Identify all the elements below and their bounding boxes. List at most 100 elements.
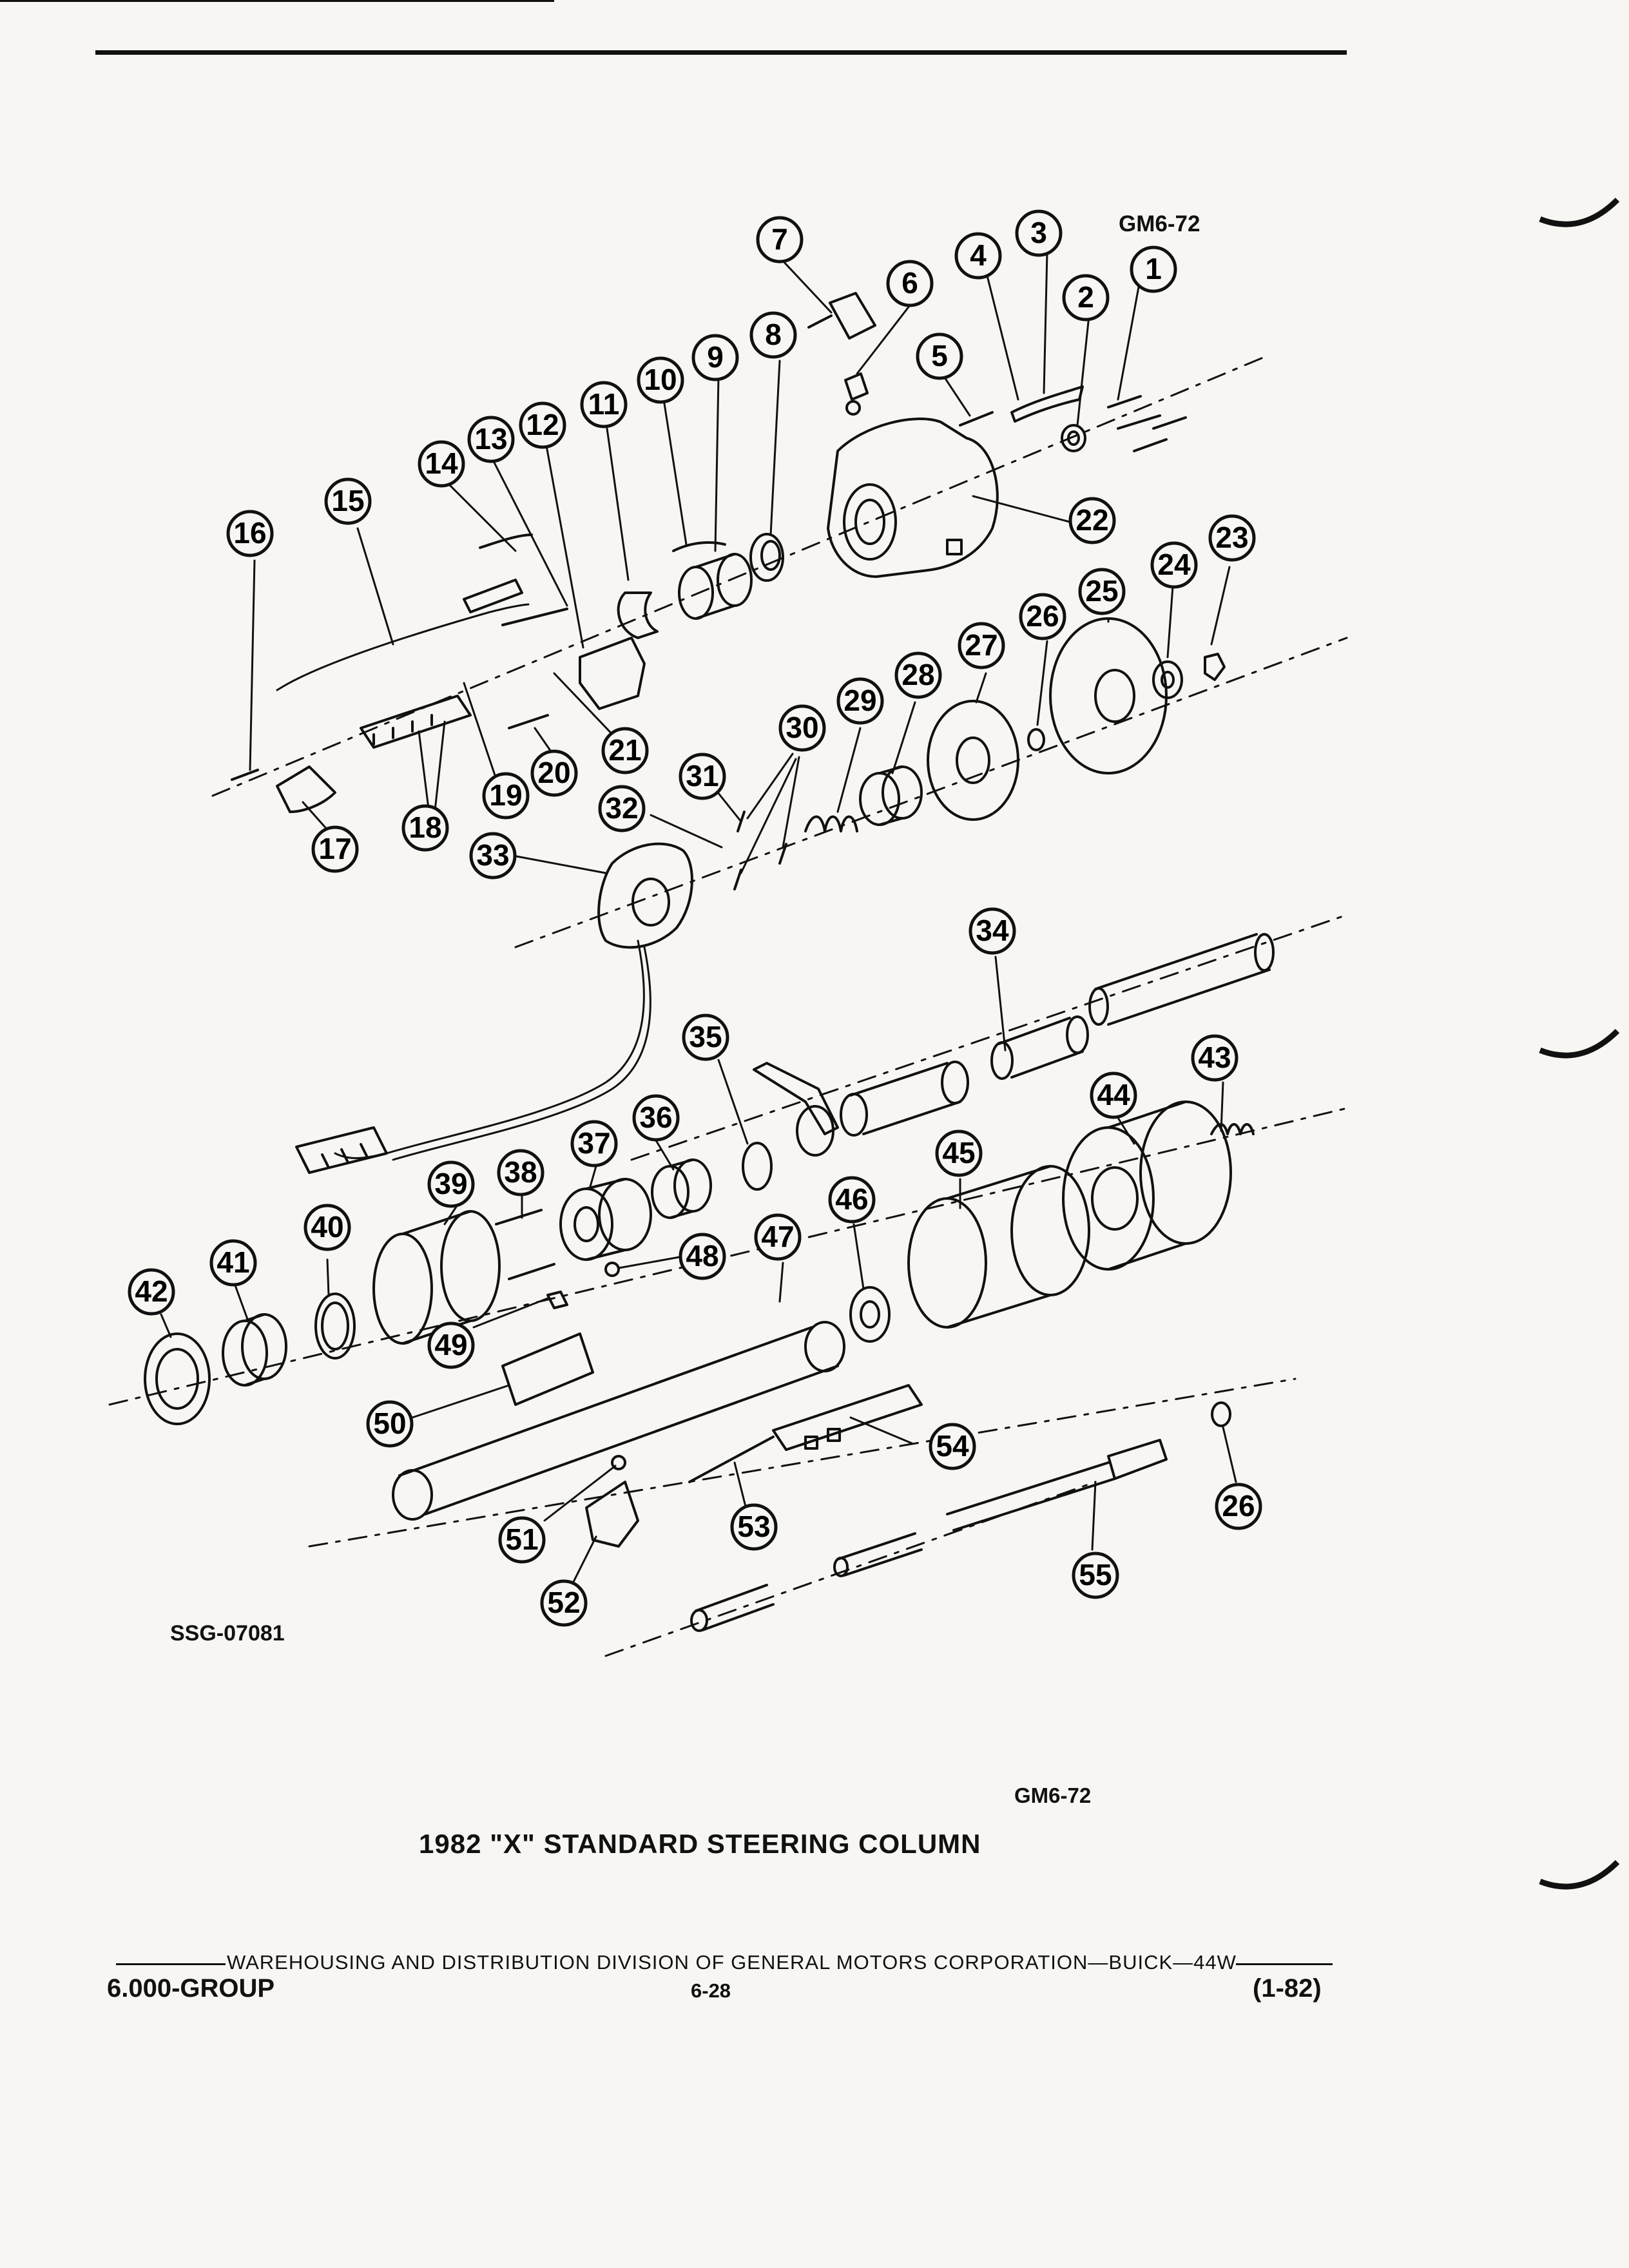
part-29-spring bbox=[804, 815, 858, 832]
callout-circle-26b bbox=[1215, 1483, 1262, 1530]
callout-13: 13 bbox=[467, 416, 515, 463]
switch-assembly bbox=[579, 637, 646, 710]
callout-5: 5 bbox=[916, 332, 963, 380]
callout-4: 4 bbox=[954, 232, 1002, 280]
callout-circle-26a bbox=[1019, 593, 1066, 640]
part-26-washer-lower bbox=[1211, 1401, 1231, 1427]
callout-circle-2 bbox=[1062, 274, 1110, 322]
callout-17: 17 bbox=[311, 825, 359, 873]
figure-code-caption: GM6-72 bbox=[1014, 1783, 1092, 1807]
header-rule bbox=[95, 50, 1347, 55]
callout-circle-3 bbox=[1015, 209, 1063, 257]
callout-label-14: 14 bbox=[425, 447, 458, 480]
callout-circle-54 bbox=[929, 1423, 976, 1470]
callout-label-43: 43 bbox=[1198, 1041, 1231, 1074]
callout-circle-22 bbox=[1068, 497, 1116, 544]
callout-circle-42 bbox=[128, 1268, 175, 1316]
callout-label-19: 19 bbox=[489, 778, 522, 812]
footer-group: 6.000-GROUP bbox=[107, 1974, 275, 2003]
callout-label-40: 40 bbox=[311, 1210, 343, 1244]
part-11-cam bbox=[617, 591, 659, 639]
callout-label-48: 48 bbox=[686, 1239, 718, 1273]
callout-37: 37 bbox=[570, 1120, 618, 1168]
callout-label-13: 13 bbox=[474, 422, 507, 456]
callout-42: 42 bbox=[128, 1268, 175, 1316]
callout-35: 35 bbox=[682, 1014, 729, 1061]
callout-47: 47 bbox=[754, 1213, 802, 1261]
top-left-thin-rule bbox=[0, 0, 554, 2]
callout-51: 51 bbox=[498, 1516, 546, 1564]
callout-circle-20 bbox=[530, 749, 578, 797]
callout-14: 14 bbox=[418, 440, 465, 488]
callout-circle-48 bbox=[679, 1233, 726, 1280]
callout-38: 38 bbox=[497, 1149, 545, 1196]
part-23-retainer bbox=[1204, 653, 1226, 681]
callout-circle-50 bbox=[366, 1400, 414, 1448]
part-8-ring bbox=[749, 533, 784, 582]
callout-circle-55 bbox=[1072, 1552, 1119, 1599]
part-46-gear bbox=[849, 1286, 891, 1343]
callout-circle-14 bbox=[418, 440, 465, 488]
callout-55: 55 bbox=[1072, 1552, 1119, 1599]
callout-circle-36 bbox=[632, 1094, 680, 1142]
part-17-cover bbox=[276, 765, 336, 813]
part-30-screws bbox=[733, 811, 787, 890]
callout-50: 50 bbox=[366, 1400, 414, 1448]
callout-label-10: 10 bbox=[644, 363, 677, 396]
drawing-code: SSG-07081 bbox=[170, 1621, 285, 1646]
callout-22: 22 bbox=[1068, 497, 1116, 544]
callout-label-4: 4 bbox=[970, 238, 987, 272]
callout-circle-11 bbox=[580, 381, 628, 428]
callout-circle-1 bbox=[1130, 245, 1177, 293]
callout-label-38: 38 bbox=[504, 1155, 537, 1189]
callout-15: 15 bbox=[324, 477, 372, 525]
callout-12: 12 bbox=[519, 401, 566, 449]
callout-label-7: 7 bbox=[771, 222, 788, 256]
callout-circle-16 bbox=[226, 510, 274, 557]
callout-circle-38 bbox=[497, 1149, 545, 1196]
part-42-retainer bbox=[144, 1332, 211, 1425]
callout-label-16: 16 bbox=[233, 516, 266, 550]
callout-27: 27 bbox=[958, 622, 1005, 669]
callout-7: 7 bbox=[756, 216, 804, 264]
callout-3: 3 bbox=[1015, 209, 1063, 257]
callout-label-37: 37 bbox=[577, 1126, 610, 1160]
callout-40: 40 bbox=[304, 1204, 351, 1251]
callout-label-55: 55 bbox=[1079, 1558, 1112, 1591]
callout-label-11: 11 bbox=[588, 387, 620, 421]
part-48-screw bbox=[604, 1262, 620, 1277]
callout-label-30: 30 bbox=[786, 711, 818, 744]
callout-circle-12 bbox=[519, 401, 566, 449]
callout-label-26a: 26 bbox=[1026, 599, 1059, 633]
callout-label-44: 44 bbox=[1097, 1078, 1130, 1111]
part-18-switch bbox=[360, 695, 472, 749]
callout-label-42: 42 bbox=[135, 1274, 168, 1308]
callout-circle-49 bbox=[427, 1321, 475, 1369]
callout-44: 44 bbox=[1090, 1072, 1137, 1119]
footer-rule-right bbox=[1236, 1963, 1333, 1965]
callout-label-6: 6 bbox=[901, 266, 918, 300]
callout-circle-32 bbox=[598, 785, 646, 832]
callout-10: 10 bbox=[637, 356, 684, 404]
part-27-cam bbox=[927, 700, 1019, 821]
callout-circle-34 bbox=[969, 907, 1016, 955]
callout-circle-15 bbox=[324, 477, 372, 525]
callout-label-25: 25 bbox=[1085, 574, 1118, 608]
callout-circle-30 bbox=[778, 704, 826, 752]
callout-26b: 26 bbox=[1215, 1483, 1262, 1530]
callout-circle-52 bbox=[540, 1579, 588, 1627]
callout-32: 32 bbox=[598, 785, 646, 832]
callout-46: 46 bbox=[828, 1176, 876, 1224]
callout-label-31: 31 bbox=[686, 759, 718, 793]
callout-label-52: 52 bbox=[547, 1586, 580, 1619]
part-51-screw bbox=[611, 1455, 626, 1470]
callout-label-27: 27 bbox=[965, 628, 998, 662]
figure-title: 1982 "X" STANDARD STEERING COLUMN bbox=[419, 1829, 981, 1859]
callout-group: 1234567891011121314151617181920212223242… bbox=[128, 209, 1262, 1627]
callout-circle-8 bbox=[749, 311, 797, 359]
callout-label-2: 2 bbox=[1077, 280, 1094, 314]
callout-18: 18 bbox=[401, 804, 449, 852]
callout-label-8: 8 bbox=[765, 318, 782, 351]
callout-30: 30 bbox=[778, 704, 826, 752]
callout-circle-51 bbox=[498, 1516, 546, 1564]
